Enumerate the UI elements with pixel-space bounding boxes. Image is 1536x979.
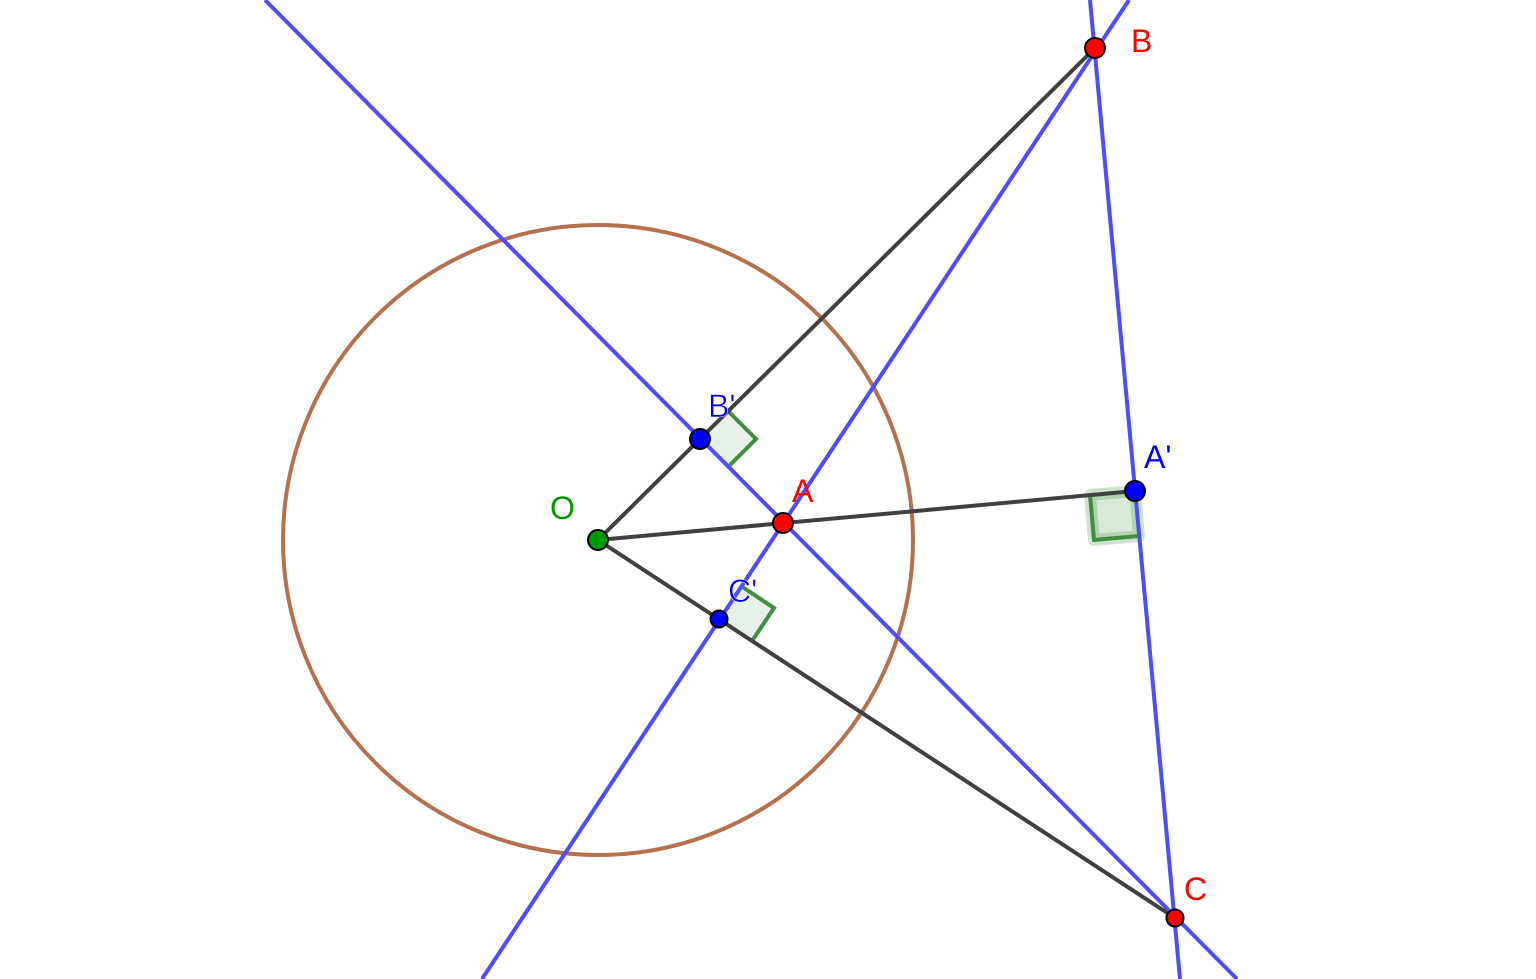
point-C-prime[interactable] — [709, 609, 729, 629]
line-B-prime-C[interactable] — [263, 0, 1239, 979]
right-angle-marker-B-prime-edge — [726, 409, 759, 469]
label-C: C — [1184, 871, 1207, 907]
segment-O-C[interactable] — [596, 538, 1177, 920]
label-B-prime: B' — [708, 388, 735, 424]
point-A[interactable] — [772, 512, 794, 534]
segment-O-B[interactable] — [596, 46, 1097, 542]
point-C[interactable] — [1165, 908, 1185, 928]
label-A: A — [792, 473, 814, 509]
label-B: B — [1131, 23, 1152, 59]
right-angle-marker-C-prime-edge — [739, 584, 777, 643]
point-A-prime[interactable] — [1124, 480, 1146, 502]
segment-O-A-prime[interactable] — [597, 489, 1136, 542]
right-angle-marker-A-prime — [1088, 494, 1140, 543]
line-B-C-prime[interactable] — [480, 0, 1131, 979]
circle-center-O[interactable] — [281, 223, 915, 857]
label-O: O — [550, 490, 575, 526]
point-O[interactable] — [587, 529, 609, 551]
point-B-prime[interactable] — [689, 428, 711, 450]
point-B[interactable] — [1084, 37, 1106, 59]
label-A-prime: A' — [1144, 439, 1171, 475]
label-C-prime: C' — [728, 573, 757, 609]
